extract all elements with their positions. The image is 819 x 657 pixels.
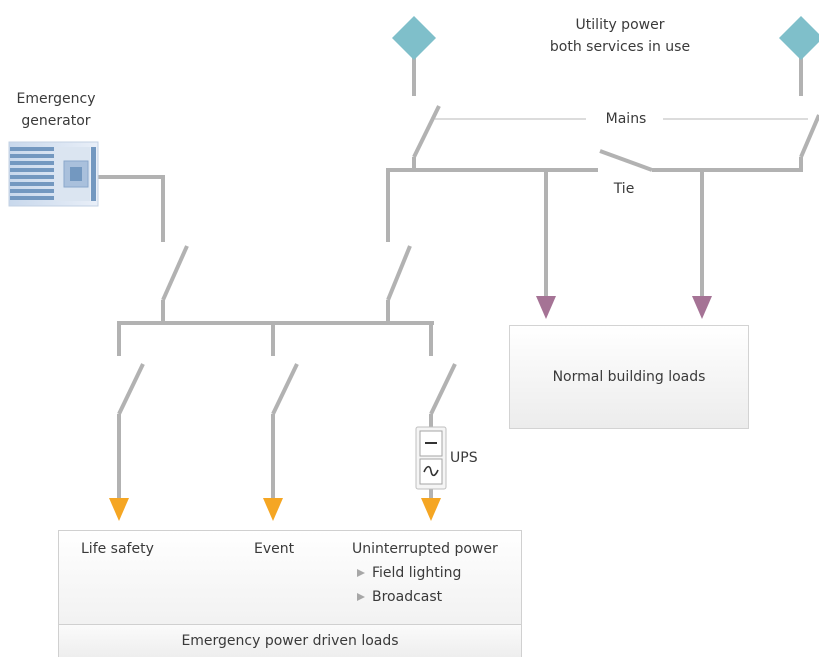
emergency-generator-label: Emergency generator [6,88,106,132]
event-breaker [271,363,299,415]
ups-symbol [415,426,447,490]
normal-building-loads-label: Normal building loads [552,369,706,385]
diamond-icon [779,16,819,60]
utility-power-label: Utility power both services in use [540,14,700,58]
field-lighting-item: Field lighting [357,562,461,584]
broadcast-item: Broadcast [357,586,442,608]
life-safety-breaker [117,363,145,415]
emergency-loads-footer: Emergency power driven loads [59,624,521,657]
uninterrupted-power-label: Uninterrupted power [352,541,498,557]
arrow-down-icon [109,498,129,521]
emergency-loads-box: Life safety Event Uninterrupted power Fi… [58,530,522,657]
emergency-generator-line1: Emergency [16,91,96,107]
life-safety-label: Life safety [81,541,154,557]
mains-breaker-1 [412,105,441,158]
emergency-loads-label: Emergency power driven loads [181,633,399,649]
utility-power-line2: both services in use [549,39,691,55]
tie-breaker [599,149,653,172]
triangle-right-icon [357,569,365,577]
arrow-down-icon [536,296,556,319]
normal-building-loads-box: Normal building loads [509,325,749,429]
ac-sine-icon [423,465,439,477]
ups-breaker [429,363,457,415]
mains-label: Mains [605,111,647,127]
diamond-icon [392,16,436,60]
tie-label: Tie [613,181,635,197]
transfer-normal-breaker [386,245,412,301]
field-lighting-label: Field lighting [372,565,462,581]
broadcast-label: Broadcast [372,589,443,605]
arrow-down-icon [692,296,712,319]
arrow-down-icon [263,498,283,521]
emergency-generator-line2: generator [21,113,91,129]
generator-icon [8,141,99,207]
ups-label: UPS [450,450,478,466]
arrow-down-icon [421,498,441,521]
mains-breaker-2 [799,114,819,158]
event-label: Event [254,541,295,557]
generator-breaker [161,245,189,301]
utility-power-line1: Utility power [575,17,665,33]
triangle-right-icon [357,593,365,601]
